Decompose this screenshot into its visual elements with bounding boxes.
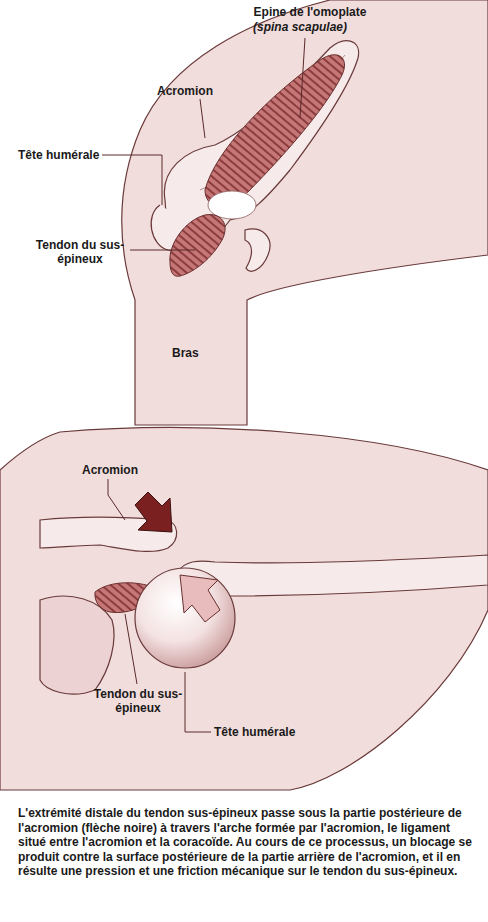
part-label: Acromion [82,463,162,477]
figure-caption: L'extrémité distale du tendon sus-épineu… [18,806,476,879]
dark-arrow [135,492,172,532]
leader-lines [102,38,305,250]
part-label: Acromion [157,84,237,98]
glenoid [40,596,114,694]
part-label: Epine de l'omoplate [250,5,370,19]
part-label: Tendon du sus-épineux [30,238,130,266]
body-outline [122,0,488,425]
part-label: Tête humérale [214,725,324,739]
part-label: Tête humérale [18,148,113,162]
supraspinatus-muscle [205,55,345,207]
body-outline-section [0,428,488,790]
coracoid [245,229,270,271]
part-label: Tendon du sus-épineux [88,687,188,715]
scapula-spine [164,41,358,249]
part-label: (spina scapulae) [240,20,360,34]
part-label: Bras [172,346,222,360]
light-arrow [180,575,220,622]
supraspinatus-tendon [170,215,225,277]
humeral-head [135,568,235,668]
